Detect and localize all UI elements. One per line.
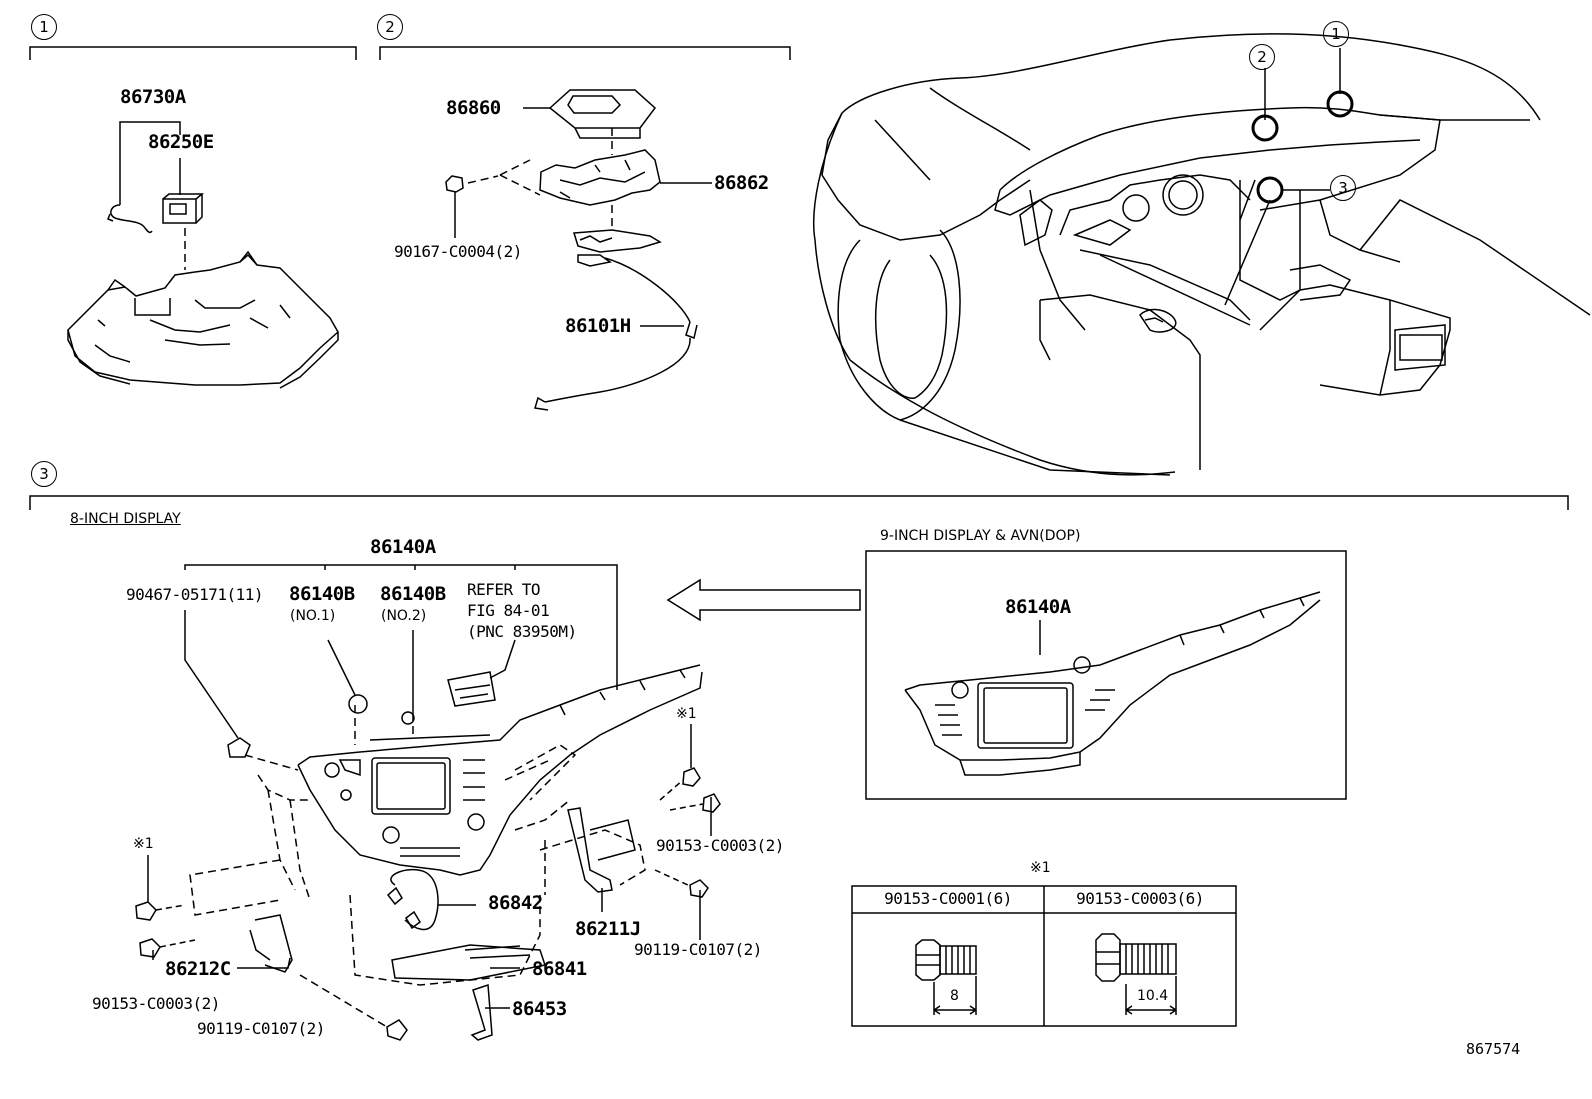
part-90119-C0107-right: 90119-C0107(2) bbox=[634, 940, 762, 959]
vehicle-marker-3: 3 bbox=[1330, 175, 1356, 201]
part-90153-C0003-right: 90153-C0003(2) bbox=[656, 836, 784, 855]
label-no2: (NO.2) bbox=[381, 608, 427, 624]
part-86140A: 86140A bbox=[370, 536, 436, 558]
bolt-table-header-1: 90153-C0001(6) bbox=[884, 889, 1012, 908]
part-86140A-9inch: 86140A bbox=[1005, 596, 1071, 618]
reference-arrow bbox=[666, 578, 861, 622]
bolt-table bbox=[851, 885, 1237, 1027]
vehicle-marker-1: 1 bbox=[1323, 21, 1349, 47]
part-86140B-no2: 86140B bbox=[380, 583, 446, 605]
part-86453: 86453 bbox=[512, 998, 567, 1020]
part-90153-C0003-left: 90153-C0003(2) bbox=[92, 994, 220, 1013]
label-no1: (NO.1) bbox=[290, 608, 336, 624]
vehicle-marker-2: 2 bbox=[1249, 44, 1275, 70]
part-90119-C0107-bottom: 90119-C0107(2) bbox=[197, 1019, 325, 1038]
bolt-left-drawing bbox=[915, 939, 977, 1015]
part-86730A: 86730A bbox=[120, 86, 186, 108]
part-86860: 86860 bbox=[446, 97, 501, 119]
vehicle-overview bbox=[812, 33, 1591, 476]
part-86841: 86841 bbox=[532, 958, 587, 980]
map-lamp-assembly bbox=[67, 121, 339, 389]
sensor-assembly bbox=[445, 89, 712, 411]
section-2-marker: 2 bbox=[377, 14, 403, 40]
leaders-8inch bbox=[147, 564, 712, 1009]
display-panel-8inch bbox=[297, 664, 703, 876]
note-mark-left: ※1 bbox=[133, 836, 154, 852]
note-mark-right: ※1 bbox=[676, 706, 697, 722]
part-86211J: 86211J bbox=[575, 918, 641, 940]
fasteners-8inch bbox=[135, 671, 721, 1041]
part-86842: 86842 bbox=[488, 892, 543, 914]
bolt-dimension-2: 10.4 bbox=[1137, 988, 1169, 1004]
part-86212C: 86212C bbox=[165, 958, 231, 980]
refer-line-3: (PNC 83950M) bbox=[467, 622, 577, 641]
section-1-marker: 1 bbox=[31, 14, 57, 40]
figure-id: 867574 bbox=[1466, 1040, 1521, 1058]
bolt-table-note: ※1 bbox=[1030, 860, 1051, 876]
refer-line-1: REFER TO bbox=[467, 580, 541, 599]
bolt-table-header-2: 90153-C0003(6) bbox=[1076, 889, 1204, 908]
part-86250E: 86250E bbox=[148, 131, 214, 153]
section-2-bracket bbox=[379, 46, 791, 60]
part-90167-C0004: 90167-C0004(2) bbox=[394, 242, 522, 261]
section-3-bracket bbox=[29, 495, 1569, 510]
part-86140B-no1: 86140B bbox=[289, 583, 355, 605]
section-1-bracket bbox=[29, 46, 357, 60]
bolt-dimension-1: 8 bbox=[950, 988, 959, 1004]
bolt-right-drawing bbox=[1095, 933, 1177, 1015]
brackets-and-harness-8inch bbox=[249, 807, 636, 1041]
heading-8-inch-display: 8-INCH DISPLAY bbox=[70, 511, 181, 527]
part-86101H: 86101H bbox=[565, 315, 631, 337]
section-3-marker: 3 bbox=[31, 461, 57, 487]
heading-9-inch-display: 9-INCH DISPLAY & AVN(DOP) bbox=[880, 528, 1081, 544]
part-90467-05171: 90467-05171(11) bbox=[126, 585, 264, 604]
nine-inch-box bbox=[865, 550, 1347, 800]
part-86862: 86862 bbox=[714, 172, 769, 194]
vehicle-location-markers bbox=[1251, 48, 1354, 204]
refer-line-2: FIG 84-01 bbox=[467, 601, 550, 620]
